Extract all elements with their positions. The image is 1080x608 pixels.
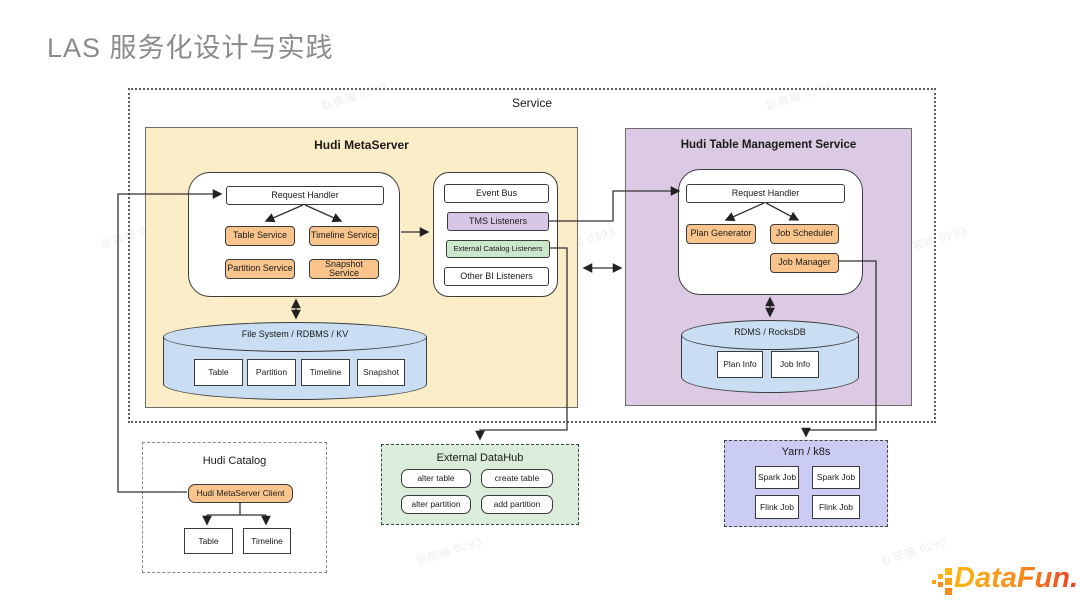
flink-job-node: Flink Job xyxy=(755,495,799,519)
external-datahub-title: External DataHub xyxy=(436,452,524,464)
filesystem-cylinder: File System / RDBMS / KV Table Partition… xyxy=(163,322,427,400)
listeners-container: Event Bus TMS Listeners External Catalog… xyxy=(433,172,558,297)
page-title: LAS 服务化设计与实践 xyxy=(47,33,334,63)
datafun-logo: DataFun. xyxy=(930,558,1079,602)
logo-pixel xyxy=(945,588,952,595)
table-service-node: Table Service xyxy=(225,226,295,246)
logo-pixel xyxy=(938,574,943,579)
flink-job-node: Flink Job xyxy=(812,495,860,519)
watermark: 耿筱喵 0293 xyxy=(415,535,485,569)
job-scheduler-node: Job Scheduler xyxy=(770,224,839,244)
yarn-k8s-title: Yarn / k8s xyxy=(781,446,831,458)
external-catalog-listeners-node: External Catalog Listeners xyxy=(446,240,550,258)
hudi-catalog-box: Hudi Catalog Hudi MetaServer Client Tabl… xyxy=(142,442,327,573)
add-partition-node: add partition xyxy=(481,495,553,514)
snapshot-service-node: Snapshot Service xyxy=(309,259,379,279)
other-bi-listeners-node: Other BI Listeners xyxy=(444,267,549,286)
filesystem-label: File System / RDBMS / KV xyxy=(241,329,349,339)
storage-timeline-node: Timeline xyxy=(301,359,350,386)
storage-table-node: Table xyxy=(194,359,243,386)
plan-generator-node: Plan Generator xyxy=(686,224,756,244)
logo-pixel xyxy=(945,578,952,585)
rdms-label: RDMS / RocksDB xyxy=(734,327,806,337)
logo-pixel xyxy=(938,582,943,587)
event-bus-node: Event Bus xyxy=(444,184,549,203)
yarn-k8s-box: Yarn / k8s Spark Job Spark Job Flink Job… xyxy=(724,440,888,527)
timeline-service-node: Timeline Service xyxy=(309,226,379,246)
hudi-metaserver-client-node: Hudi MetaServer Client xyxy=(188,484,293,503)
logo-pixel xyxy=(945,568,952,575)
metaserver-request-handler: Request Handler xyxy=(226,186,384,205)
datafun-logo-text: DataFun. xyxy=(954,562,1079,594)
external-datahub-box: External DataHub alter table create tabl… xyxy=(381,444,579,525)
metaserver-core-container: Request Handler Table Service Timeline S… xyxy=(188,172,400,297)
alter-partition-node: alter partition xyxy=(401,495,471,514)
storage-snapshot-node: Snapshot xyxy=(357,359,405,386)
hudi-catalog-title: Hudi Catalog xyxy=(202,455,267,467)
catalog-table-node: Table xyxy=(184,528,233,554)
hudi-metaserver-title: Hudi MetaServer xyxy=(314,138,409,152)
create-table-node: create table xyxy=(481,469,553,488)
rdms-cylinder: RDMS / RocksDB Plan Info Job Info xyxy=(681,320,859,393)
tms-listeners-node: TMS Listeners xyxy=(447,212,549,231)
service-label: Service xyxy=(511,96,552,110)
spark-job-node: Spark Job xyxy=(755,466,799,489)
partition-service-node: Partition Service xyxy=(225,259,295,279)
job-manager-node: Job Manager xyxy=(770,253,839,273)
alter-table-node: alter table xyxy=(401,469,471,488)
tms-request-handler: Request Handler xyxy=(686,184,845,203)
logo-pixel xyxy=(932,580,936,584)
storage-partition-node: Partition xyxy=(247,359,296,386)
catalog-timeline-node: Timeline xyxy=(243,528,291,554)
spark-job-node: Spark Job xyxy=(812,466,860,489)
tms-core-container: Request Handler Plan Generator Job Sched… xyxy=(678,169,863,295)
plan-info-node: Plan Info xyxy=(717,351,763,378)
job-info-node: Job Info xyxy=(771,351,819,378)
hudi-tms-title: Hudi Table Management Service xyxy=(680,139,857,151)
